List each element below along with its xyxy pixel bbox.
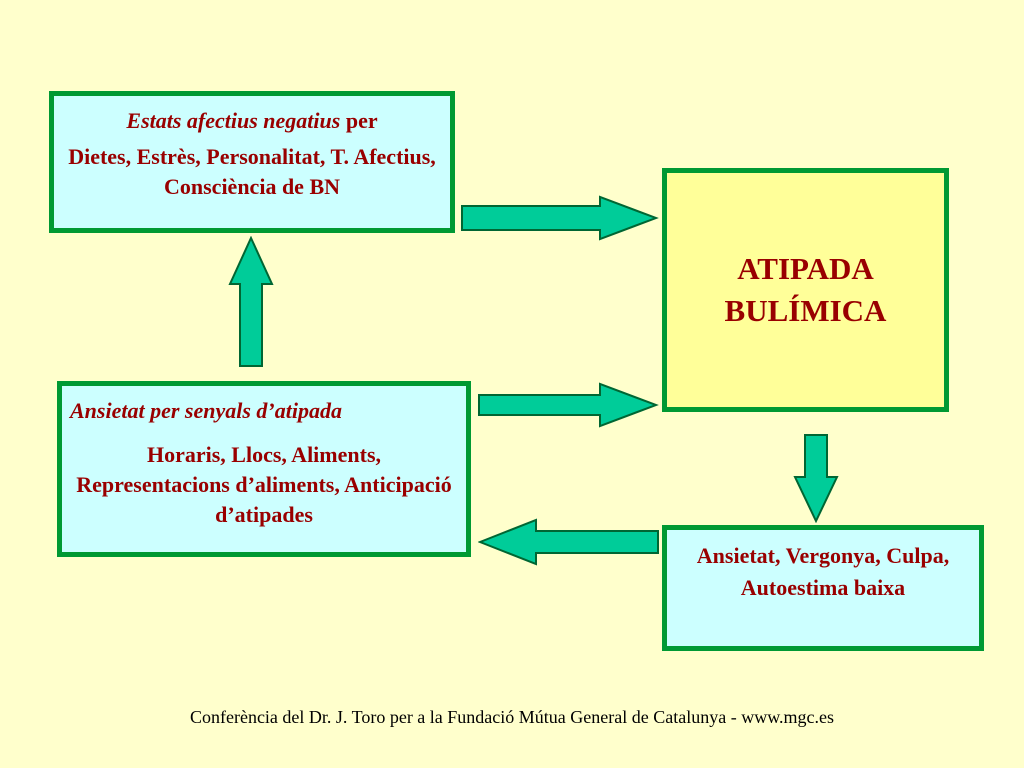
arrow-up [228, 236, 274, 367]
negative-affect-detail: Dietes, Estrès, Personalitat, T. Afectiu… [68, 144, 436, 199]
arrow-right-middle [478, 382, 659, 428]
binge-cue-anxiety-title: Ansietat per senyals d’atipada [70, 398, 342, 423]
arrow-right-top [461, 195, 659, 241]
arrow-left [478, 518, 659, 566]
negative-affect-box: Estats afectius negatius per Dietes, Est… [49, 91, 455, 233]
negative-affect-title-plain: per [340, 108, 378, 133]
footer-credit: Conferència del Dr. J. Toro per a la Fun… [189, 707, 835, 727]
arrow-down [793, 434, 839, 523]
binge-cue-anxiety-box: Ansietat per senyals d’atipada Horaris, … [57, 381, 471, 557]
binge-cue-anxiety-detail: Horaris, Llocs, Aliments, Representacion… [76, 442, 452, 527]
bulimic-binge-line2: BULÍMICA [724, 293, 887, 328]
consequences-detail: Ansietat, Vergonya, Culpa, Autoestima ba… [696, 543, 950, 600]
negative-affect-title: Estats afectius negatius per [54, 106, 450, 136]
bulimic-binge-line1: ATIPADA [737, 251, 874, 286]
negative-affect-title-italic: Estats afectius negatius [126, 108, 341, 133]
bulimic-binge-box: ATIPADA BULÍMICA [662, 168, 949, 412]
consequences-box: Ansietat, Vergonya, Culpa, Autoestima ba… [662, 525, 984, 651]
